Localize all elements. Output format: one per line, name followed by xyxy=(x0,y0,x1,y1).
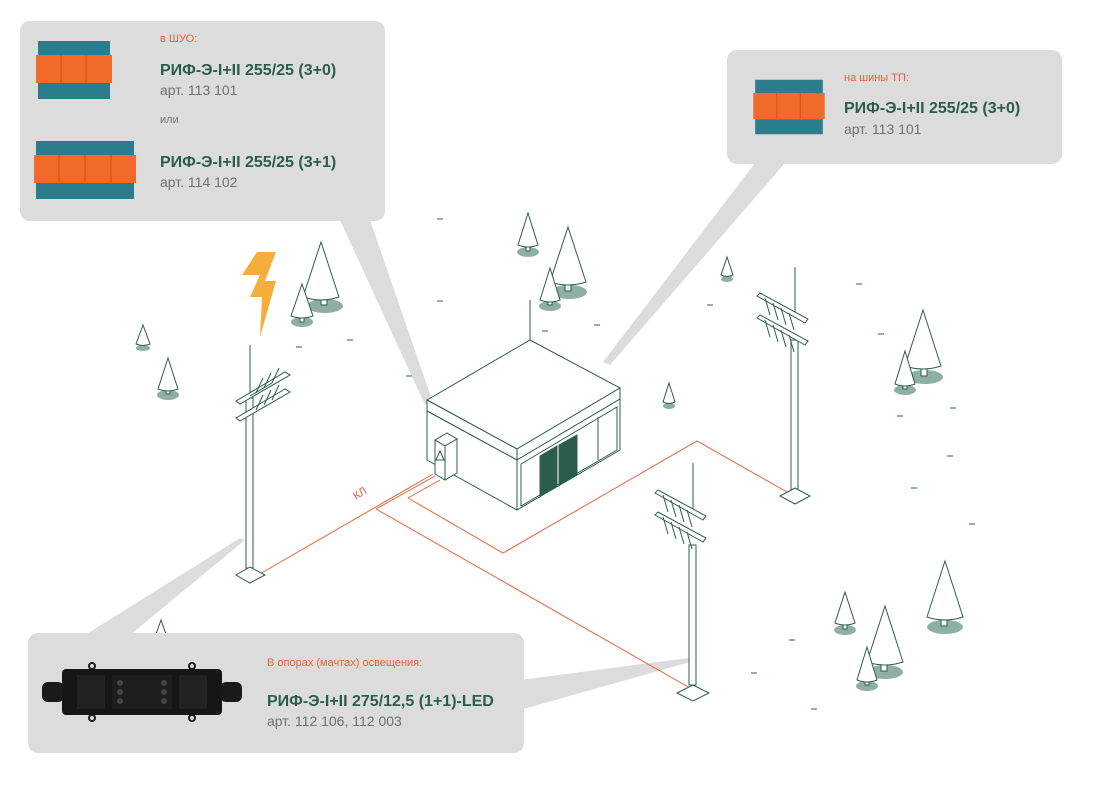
led-spd-box-image xyxy=(42,662,242,722)
callout-pointer-tp xyxy=(603,163,785,365)
callout-lighting: В опорах (мачтах) освещения: РИФ-Э-I+II … xyxy=(28,633,524,753)
lightning-icon xyxy=(242,252,276,337)
spd-4-module-image xyxy=(34,141,136,199)
callout-pointer-shuo xyxy=(340,220,432,405)
callout-shuo: в ШУО: РИФ-Э-I+II 255/25 (3+0) арт. 113 … xyxy=(20,21,385,221)
product-name-tp: РИФ-Э-I+II 255/25 (3+0) xyxy=(844,100,1021,117)
product-article-tp: арт. 113 101 xyxy=(844,121,922,137)
callout-tp: на шины ТП: РИФ-Э-I+II 255/25 (3+0) арт.… xyxy=(727,50,1062,164)
ground-marks xyxy=(296,218,975,710)
spd-3-module-image xyxy=(36,41,112,99)
product-article-shuo-1: арт. 113 101 xyxy=(160,82,238,98)
tree xyxy=(856,645,878,691)
location-label-shuo: в ШУО: xyxy=(160,33,198,45)
tree xyxy=(302,240,343,313)
callout-pointer-lighting-left xyxy=(85,538,245,635)
spd-3-module-image xyxy=(753,79,825,135)
product-article-shuo-2: арт. 114 102 xyxy=(160,174,238,190)
lighting-mast-left xyxy=(234,345,291,584)
tree xyxy=(926,559,964,634)
tree xyxy=(662,381,676,409)
cable-label: КЛ xyxy=(351,485,369,502)
substation-building xyxy=(425,300,622,511)
cable-lines xyxy=(257,440,788,693)
product-name-lighting: РИФ-Э-I+II 275/12,5 (1+1)-LED xyxy=(267,693,494,710)
tree xyxy=(157,356,179,400)
tree xyxy=(539,266,561,311)
location-label-tp: на шины ТП: xyxy=(844,72,909,84)
tree xyxy=(290,282,314,327)
lighting-mast-right-top xyxy=(756,267,812,505)
product-name-shuo-1: РИФ-Э-I+II 255/25 (3+0) xyxy=(160,62,337,79)
tree xyxy=(549,225,587,299)
tree xyxy=(517,211,539,257)
tree xyxy=(834,590,856,635)
product-article-lighting: арт. 112 106, 112 003 xyxy=(267,713,402,729)
tree xyxy=(720,255,734,282)
location-label-lighting: В опорах (мачтах) освещения: xyxy=(267,657,423,669)
trees xyxy=(135,211,964,691)
product-name-shuo-2: РИФ-Э-I+II 255/25 (3+1) xyxy=(160,154,337,171)
tree xyxy=(904,308,943,384)
or-label: или xyxy=(160,114,179,126)
callout-pointer-lighting-right xyxy=(520,658,690,710)
tree xyxy=(135,323,151,351)
electrical-cabinet xyxy=(434,432,458,481)
tree xyxy=(894,349,916,395)
warning-icon xyxy=(435,449,445,461)
lighting-mast-right-bottom xyxy=(654,463,711,702)
